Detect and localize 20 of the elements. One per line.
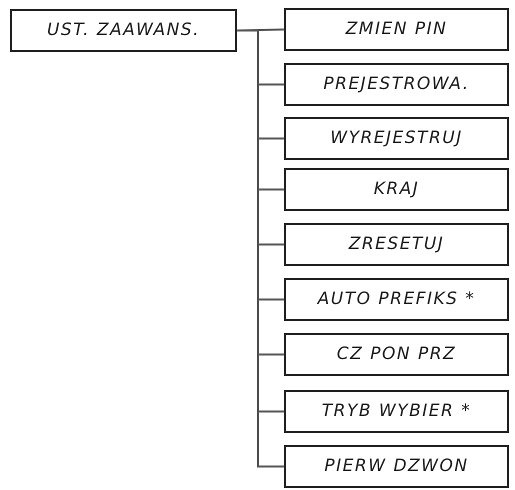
menu-box (10, 9, 237, 52)
menu-box (284, 168, 509, 211)
menu-box (284, 223, 509, 266)
menu-label: ZRESETUJ (348, 234, 444, 255)
menu-box (284, 390, 509, 433)
menu-box (284, 445, 509, 488)
menu-label: TRYB WYBIER * (322, 401, 472, 422)
menu-label: ZMIEN PIN (346, 19, 448, 40)
menu-box (284, 278, 509, 321)
menu-box (284, 117, 509, 160)
menu-label: PIERW DZWON (324, 456, 469, 477)
menu-label: UST. ZAAWANS. (46, 20, 200, 41)
menu-label: KRAJ (374, 179, 420, 200)
menu-box (284, 63, 509, 106)
menu-label: AUTO PREFIKS * (318, 289, 476, 310)
menu-label: CZ PON PRZ (336, 344, 456, 365)
menu-box (284, 8, 509, 51)
menu-label: WYREJESTRUJ (330, 128, 463, 149)
menu-box (284, 333, 509, 376)
menu-label: PREJESTROWA. (323, 74, 470, 95)
